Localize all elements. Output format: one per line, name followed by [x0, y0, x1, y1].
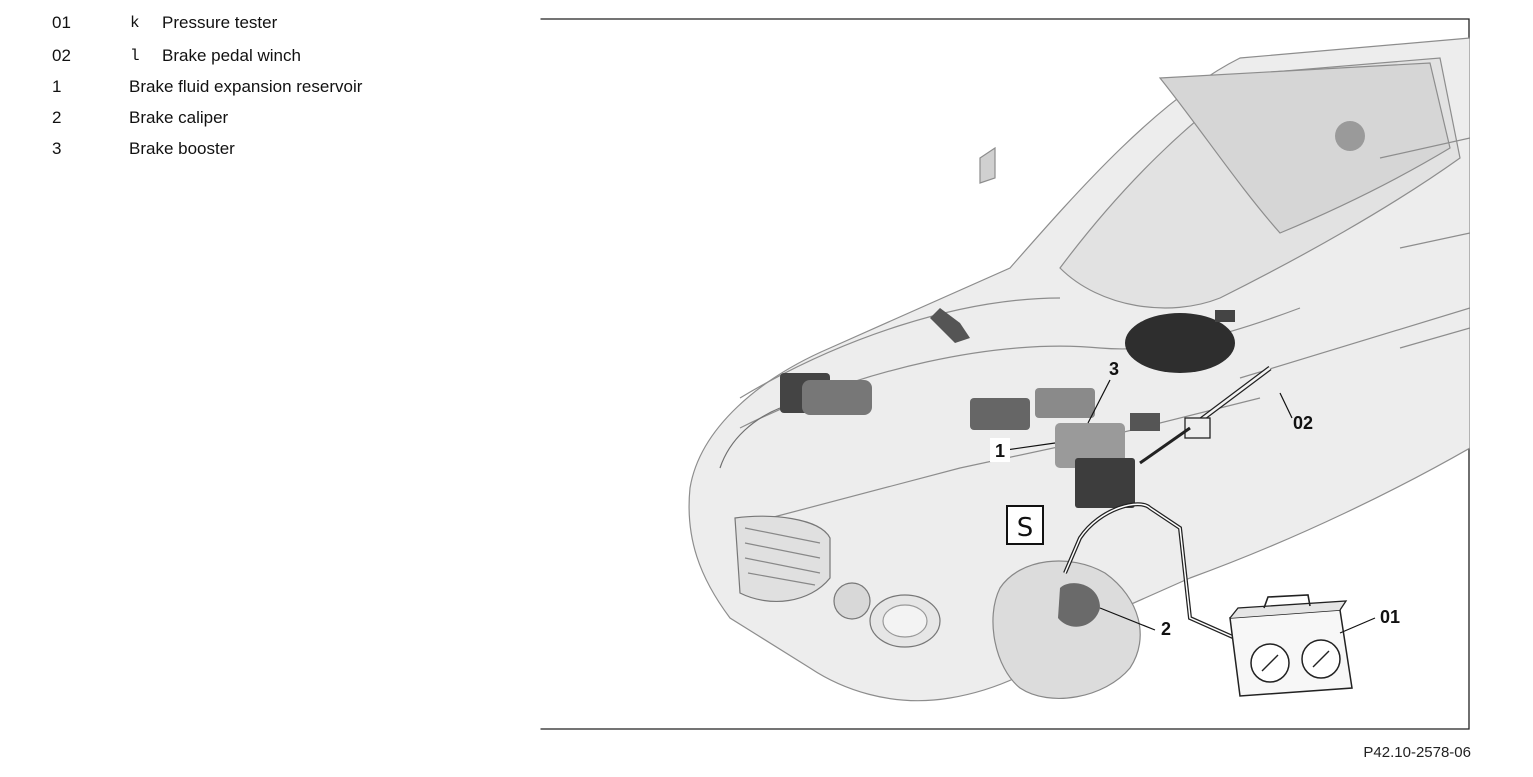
callout-labels: 1 3 02 01 2	[990, 359, 1400, 639]
brake-test-illustration: S 1 3 02 01 2	[540, 18, 1470, 730]
figure-code: P42.10-2578-06	[1363, 744, 1471, 761]
legend-row-2: 2 Brake caliper	[0, 108, 440, 132]
legend-row-02: 02 l Brake pedal winch	[0, 46, 440, 70]
legend-number: 2	[52, 108, 62, 127]
brake-pedal-winch	[1139, 366, 1272, 465]
legend-label: Brake booster	[129, 139, 235, 158]
special-tool-symbol: S	[1006, 505, 1044, 545]
leader-lines	[1005, 379, 1376, 634]
engine-components	[780, 121, 1365, 508]
legend-row-3: 3 Brake booster	[0, 139, 440, 163]
callout-02: 02	[1293, 413, 1313, 433]
legend-number: 01	[52, 13, 71, 32]
legend-number: 1	[52, 77, 62, 96]
brake-test-hose	[1063, 502, 1236, 640]
legend-row-1: 1 Brake fluid expansion reservoir	[0, 77, 440, 101]
legend-symbol: l	[130, 47, 140, 65]
legend-label: Brake caliper	[129, 108, 229, 127]
callout-2: 2	[1161, 619, 1171, 639]
legend-label: Pressure tester	[162, 13, 278, 32]
legend-symbol: k	[130, 14, 140, 32]
svg-text:S: S	[1017, 513, 1034, 543]
brake-caliper	[1058, 583, 1100, 627]
legend-number: 02	[52, 46, 71, 65]
legend-number: 3	[52, 139, 62, 158]
callout-3: 3	[1109, 359, 1119, 379]
legend-label: Brake pedal winch	[162, 46, 301, 65]
legend-label: Brake fluid expansion reservoir	[129, 77, 363, 96]
callout-1: 1	[995, 441, 1005, 461]
legend-row-01: 01 k Pressure tester	[0, 13, 440, 37]
pressure-tester	[1229, 594, 1353, 697]
callout-01: 01	[1380, 607, 1400, 627]
